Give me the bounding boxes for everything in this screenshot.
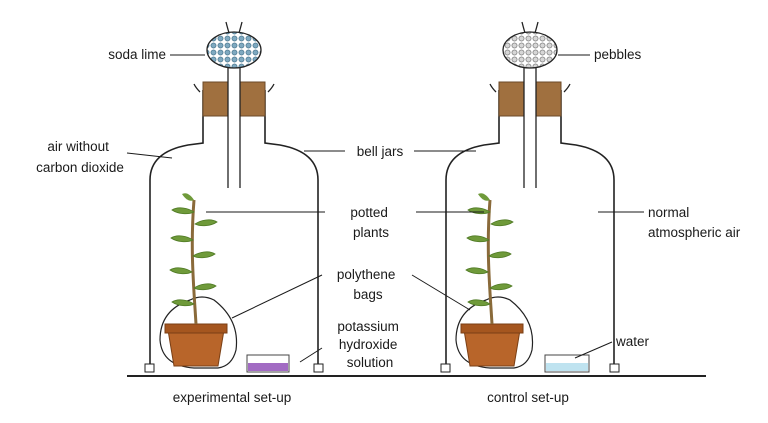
pot-right bbox=[463, 329, 521, 367]
label-normal-air: normal atmospheric air bbox=[648, 205, 741, 240]
polythene-bag-right bbox=[455, 296, 534, 369]
plant-stem-right bbox=[486, 199, 494, 325]
experimental-setup bbox=[144, 21, 324, 373]
label-air-without-co2: air without carbon dioxide bbox=[36, 139, 124, 175]
label-bell-jars: bell jars bbox=[357, 144, 404, 159]
soda-lime-bulb bbox=[206, 31, 262, 69]
label-pebbles: pebbles bbox=[594, 47, 642, 62]
plant-stem-left bbox=[190, 199, 198, 325]
control-setup bbox=[440, 21, 620, 373]
label-control-setup: control set-up bbox=[487, 390, 569, 405]
label-experimental-setup: experimental set-up bbox=[173, 390, 292, 405]
label-soda-lime: soda lime bbox=[108, 47, 166, 62]
label-polythene-bags: polythene bags bbox=[337, 267, 399, 302]
pebbles-bulb bbox=[502, 31, 558, 69]
polythene-bag-left bbox=[159, 296, 238, 369]
label-potted-plants: potted plants bbox=[350, 205, 391, 240]
label-potassium-hydroxide: potassium hydroxide solution bbox=[337, 319, 402, 370]
leader-lines bbox=[126, 54, 644, 363]
label-water: water bbox=[615, 334, 650, 349]
pot-left bbox=[167, 329, 225, 367]
labels: soda lime pebbles air without carbon dio… bbox=[36, 47, 741, 405]
bell-jar-right bbox=[445, 90, 615, 370]
bell-jar-left bbox=[149, 90, 319, 370]
